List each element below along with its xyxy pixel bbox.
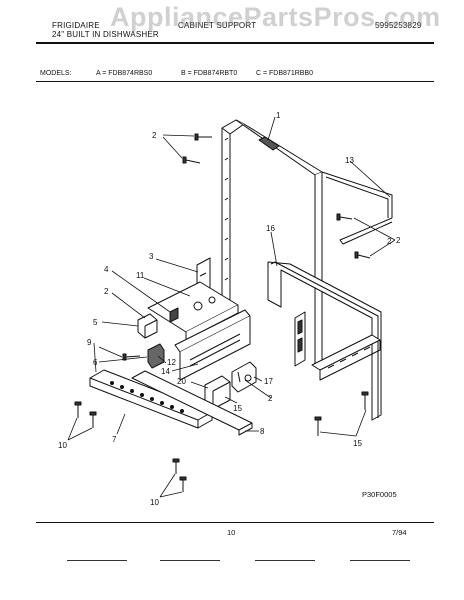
part-slotted-leg (311, 334, 381, 381)
brand-line-1: FRIGIDAIRE (52, 21, 100, 30)
part-right-foot (231, 361, 257, 393)
brand-line-2: 24" BUILT IN DISHWASHER (52, 30, 159, 39)
callout-2-left: 2 (104, 287, 109, 296)
callout-9: 9 (87, 338, 92, 347)
page-number: 10 (227, 528, 236, 537)
callout-12: 12 (167, 358, 176, 367)
callout-10-bottom: 10 (150, 498, 159, 507)
callout-6: 6 (93, 358, 98, 367)
part-connector (147, 343, 165, 369)
callout-20: 20 (177, 377, 186, 386)
callout-2-rod: 2 (396, 236, 401, 245)
part-support-bracket (147, 281, 239, 341)
models-rule (36, 81, 434, 82)
header-rule (36, 42, 434, 44)
callout-13: 13 (345, 156, 354, 165)
models-label: MODELS: (40, 70, 72, 77)
part-frame-rail (221, 119, 323, 366)
footer-line-2 (160, 560, 220, 561)
callout-5: 5 (93, 318, 98, 327)
watermark: AppliancePartsPros.com (110, 2, 441, 32)
leader-lines (67, 116, 396, 498)
callout-3: 3 (149, 252, 154, 261)
part-lower-rail (131, 370, 253, 436)
callout-labels: 1 2 2 13 2 3 16 4 11 2 5 6 12 9 14 20 17… (58, 111, 401, 507)
section-title: CABINET SUPPORT (178, 21, 257, 30)
model-b: B = FDB874RBT0 (181, 70, 238, 77)
footer-line-4 (350, 560, 410, 561)
part-rear-bracket (321, 171, 393, 245)
footer-date: 7/94 (392, 528, 407, 537)
callout-11: 11 (136, 271, 145, 280)
callout-14: 14 (161, 367, 170, 376)
callout-17: 17 (264, 377, 273, 386)
diagram-code: P30F0005 (362, 490, 397, 499)
model-c: C = FDB871RBB0 (256, 70, 313, 77)
footer-rule (36, 522, 434, 523)
callout-10-left: 10 (58, 441, 67, 450)
part-side-loop (267, 261, 382, 421)
callout-1: 1 (276, 111, 281, 120)
callout-15-right: 15 (353, 439, 362, 448)
part-slotted-bracket (294, 311, 306, 367)
callout-4: 4 (104, 265, 109, 274)
callout-2-bottom: 2 (268, 394, 273, 403)
publication-number: 5995253829 (375, 21, 422, 30)
callout-8: 8 (260, 427, 265, 436)
callout-2-top: 2 (152, 131, 157, 140)
footer-line-1 (67, 560, 127, 561)
screws (74, 133, 371, 492)
model-a: A = FDB874RBS0 (96, 70, 153, 77)
part-clip (137, 313, 158, 339)
callout-15-center: 15 (233, 404, 242, 413)
callout-16: 16 (266, 224, 275, 233)
callout-2-right: 2 (387, 237, 392, 246)
footer-line-3 (255, 560, 315, 561)
callout-7: 7 (112, 435, 117, 444)
